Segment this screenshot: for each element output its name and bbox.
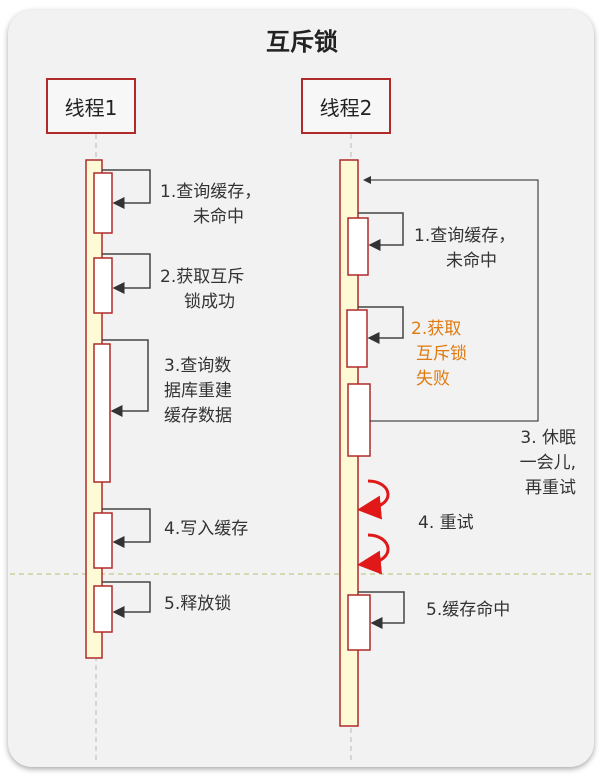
thread2-step4-note: 4. 重试	[418, 513, 474, 533]
thread1-label: 线程1	[64, 95, 118, 120]
thread2-sleep-retry-arrow	[363, 176, 539, 422]
thread1-step3-box	[93, 343, 111, 483]
thread1-step3-arrow	[102, 339, 149, 417]
diagram-title: 互斥锁	[266, 28, 338, 56]
thread2-step5-arrow	[358, 591, 405, 629]
thread1-step4-arrow	[102, 508, 151, 548]
thread2-step1-note: 1.查询缓存， 未命中	[414, 226, 516, 271]
retry-arrow-1	[357, 479, 390, 520]
thread1-step4-note: 4.写入缓存	[164, 519, 249, 539]
thread2-step5-box	[347, 594, 371, 651]
thread1-step2-box	[93, 257, 113, 314]
thread2-step1-arrow	[358, 212, 404, 251]
thread2-step1-box	[347, 217, 369, 276]
thread1-step5-arrow	[102, 581, 151, 618]
thread2-step3-note: 3. 休眠 一会儿, 再重试	[519, 428, 576, 498]
thread2-step2-arrow	[358, 306, 404, 344]
thread2-step5-note: 5.缓存命中	[426, 600, 511, 620]
thread1-step1-box	[93, 172, 113, 234]
thread1-step3-note: 3.查询数 据库重建 缓存数据	[164, 356, 232, 426]
thread2-header: 线程2	[301, 78, 391, 134]
retry-arrow-2	[357, 533, 390, 575]
thread1-header: 线程1	[46, 78, 136, 134]
thread1-step5-box	[93, 585, 113, 633]
thread2-step2-box	[346, 309, 368, 368]
thread1-step4-box	[93, 512, 113, 569]
thread1-step2-arrow	[102, 253, 151, 294]
thread1-step2-note: 2.获取互斥 锁成功	[160, 267, 245, 312]
thread2-label: 线程2	[319, 95, 373, 120]
thread2-step3-box	[347, 383, 371, 457]
thread1-step1-note: 1.查询缓存， 未命中	[160, 182, 262, 227]
thread2-step2-note: 2.获取 互斥锁 失败	[411, 319, 467, 389]
thread1-step5-note: 5.释放锁	[164, 594, 232, 614]
thread1-step1-arrow	[102, 169, 151, 209]
